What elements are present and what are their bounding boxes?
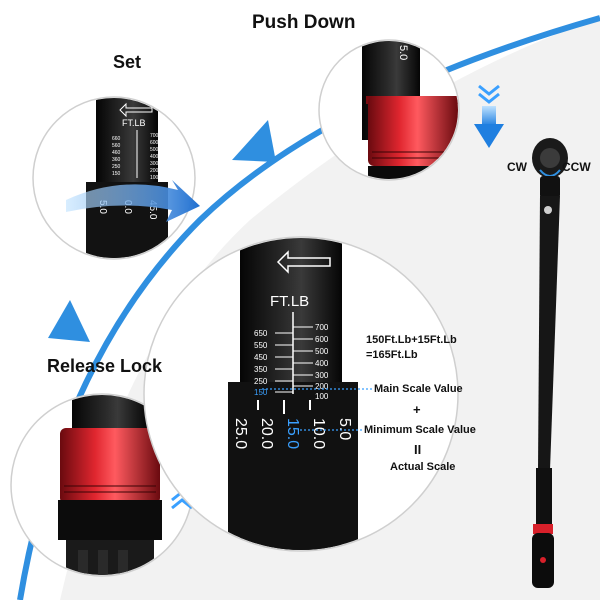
equation-line-1: 150Ft.Lb+15Ft.Lb	[366, 334, 457, 346]
flow-arrowhead	[232, 120, 276, 162]
main-scale-right-labels: 700 600 500 400 300 200 100	[315, 323, 329, 401]
svg-text:250: 250	[254, 377, 268, 386]
svg-text:150: 150	[254, 388, 268, 397]
svg-text:400: 400	[315, 359, 329, 368]
svg-text:150: 150	[112, 171, 121, 177]
svg-text:560: 560	[112, 143, 121, 149]
svg-text:45.0: 45.0	[427, 30, 439, 51]
svg-text:360: 360	[112, 157, 121, 163]
svg-text:0.0: 0.0	[122, 200, 133, 214]
svg-text:460: 460	[112, 150, 121, 156]
svg-text:700: 700	[315, 323, 329, 332]
svg-text:450: 450	[254, 353, 268, 362]
svg-text:660: 660	[112, 136, 121, 142]
main-scale-value-label: Main Scale Value	[374, 383, 463, 395]
svg-text:300: 300	[315, 371, 329, 380]
push-down-arrow-icon	[474, 84, 504, 148]
minimum-scale-value-label: Minimum Scale Value	[364, 424, 476, 436]
actual-scale-label: Actual Scale	[390, 461, 456, 473]
svg-text:600: 600	[150, 140, 159, 146]
equation-line-2: =165Ft.Lb	[366, 349, 418, 361]
step-label-set: Set	[113, 52, 142, 72]
brand-logo-icon	[544, 206, 552, 214]
svg-text:600: 600	[315, 335, 329, 344]
wrench-neck	[540, 176, 560, 198]
wrench-scale-section	[536, 468, 552, 526]
ratchet-knob	[540, 148, 560, 168]
minimum-scale-dial: 25.0 20.0 15.0 10.0 5.0	[232, 418, 353, 449]
svg-text:500: 500	[150, 147, 159, 153]
main-scale-unit: FT.LB	[270, 293, 309, 310]
svg-text:650: 650	[254, 329, 268, 338]
svg-text:350: 350	[254, 365, 268, 374]
svg-text:10.0: 10.0	[310, 418, 327, 449]
set-rotate-arrow-icon	[66, 180, 200, 222]
svg-text:20.0: 20.0	[258, 418, 275, 449]
equals-sign: II	[414, 442, 422, 457]
step-label-release-lock: Release Lock	[47, 356, 163, 376]
svg-text:45.0: 45.0	[147, 200, 158, 220]
main-scale-left-labels: 650 550 450 350 250 150	[254, 329, 268, 397]
svg-text:300: 300	[150, 161, 159, 167]
wrench-shaft	[538, 196, 560, 470]
push-down-detail: 5.0 45.0	[318, 30, 504, 181]
svg-text:5.0: 5.0	[336, 418, 353, 440]
svg-text:100: 100	[315, 392, 329, 401]
torque-wrench	[532, 138, 568, 588]
svg-text:700: 700	[150, 133, 159, 139]
svg-text:500: 500	[315, 347, 329, 356]
svg-text:25.0: 25.0	[232, 418, 249, 449]
step-label-push-down: Push Down	[252, 12, 356, 33]
svg-text:15.0: 15.0	[284, 418, 301, 449]
svg-text:400: 400	[150, 154, 159, 160]
svg-text:200: 200	[315, 382, 329, 391]
svg-text:100: 100	[150, 175, 159, 181]
handle-cap-icon	[540, 557, 546, 563]
ccw-label: CCW	[562, 160, 591, 174]
cw-label: CW	[507, 160, 527, 174]
svg-text:250: 250	[112, 164, 121, 170]
svg-text:550: 550	[254, 341, 268, 350]
svg-text:5.0: 5.0	[97, 200, 108, 214]
wrench-lock-collar	[533, 524, 553, 534]
set-scale-unit: FT.LB	[122, 118, 146, 128]
svg-text:5.0: 5.0	[397, 45, 409, 60]
svg-text:200: 200	[150, 168, 159, 174]
plus-sign: +	[413, 402, 421, 417]
flow-arrowhead	[48, 300, 90, 342]
scale-reading-detail: FT.LB 650 550 450 350	[143, 236, 459, 552]
